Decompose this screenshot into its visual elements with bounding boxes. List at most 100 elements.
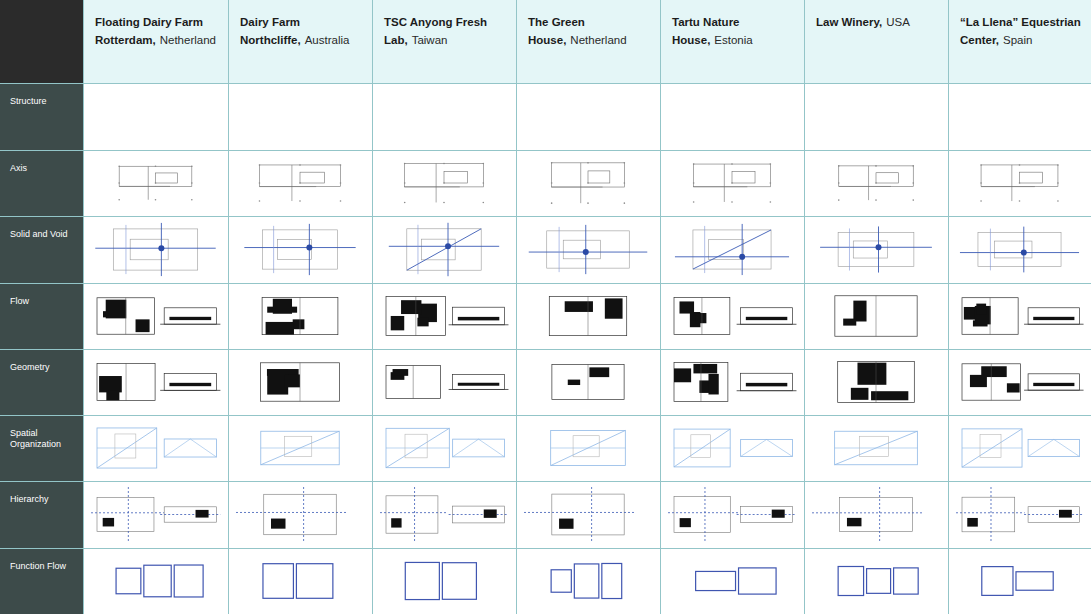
sketch-rect xyxy=(962,298,1018,335)
sketch-rect xyxy=(563,240,600,259)
sketch-rect xyxy=(1020,172,1043,183)
row-label-cell: Structure xyxy=(0,84,83,150)
sketch-rect xyxy=(164,374,216,391)
sketch-line xyxy=(386,428,449,467)
sketch-rect xyxy=(605,298,623,318)
plan-sketch xyxy=(389,223,499,276)
cell-title: Axis xyxy=(10,163,75,174)
sketch-rect xyxy=(169,317,211,320)
cell-text: Law Winery,USA xyxy=(816,12,938,30)
cell-text: Hierarchy xyxy=(10,494,75,505)
plan-sketch xyxy=(263,564,333,599)
cell-text: Dairy Farm Northcliffe,Australia xyxy=(240,12,362,48)
sketch-dot xyxy=(118,199,120,201)
grid-line xyxy=(804,0,805,614)
sketch-line xyxy=(876,296,877,336)
plan-sketch xyxy=(674,429,792,467)
header-cell: “La Llena” Equestrian Center,Spain xyxy=(949,0,1091,83)
sketch-dot xyxy=(624,162,626,164)
sketch-rect xyxy=(97,497,154,531)
sketch-line xyxy=(453,439,479,457)
sketch-rect xyxy=(876,173,898,183)
sketch-rect xyxy=(401,300,421,314)
sketch-line xyxy=(879,487,880,542)
plan-sketch xyxy=(693,163,771,203)
sketch-rect xyxy=(405,562,439,599)
plan-sketch xyxy=(812,487,922,542)
cell-text: Flow xyxy=(10,296,75,307)
sketch-rect xyxy=(1007,383,1020,392)
sketch-rect xyxy=(573,436,599,457)
row-label-cell: Flow xyxy=(0,284,83,349)
plan-sketch xyxy=(668,487,796,542)
cell-text: TSC Anyong Fresh Lab,Taiwan xyxy=(384,12,506,48)
sketch-dot xyxy=(770,201,772,203)
grid-line xyxy=(0,481,1091,482)
sketch-rect xyxy=(867,569,891,594)
sketch-line xyxy=(160,514,220,515)
sketch-dot xyxy=(838,165,840,167)
sketch-line xyxy=(990,229,991,271)
sketch-line xyxy=(386,448,449,449)
sketch-rect xyxy=(386,428,449,467)
sketch-rect xyxy=(393,369,409,376)
sketch-rect xyxy=(835,296,917,336)
sketch-rect xyxy=(284,374,299,387)
sketch-rect xyxy=(679,301,694,313)
grid-line xyxy=(0,415,1091,416)
sketch-rect xyxy=(746,383,787,386)
sketch-rect xyxy=(835,431,918,465)
sketch-dot xyxy=(838,199,840,201)
sketch-dot xyxy=(118,165,120,167)
plan-sketch xyxy=(552,364,624,399)
sketch-rect xyxy=(696,571,736,590)
sketch-line xyxy=(524,512,634,513)
sketch-line xyxy=(701,298,702,335)
sketch-rect xyxy=(674,363,728,402)
sketch-line xyxy=(126,363,127,400)
plan-sketch xyxy=(405,562,476,599)
corner-cell xyxy=(0,0,83,83)
plan-sketch xyxy=(524,487,634,542)
sketch-line xyxy=(868,166,869,200)
cell-grounds xyxy=(0,0,83,83)
sketch-line xyxy=(694,186,748,187)
sketch-rect xyxy=(552,494,624,535)
sketch-rect xyxy=(386,496,438,533)
sketch-rect xyxy=(261,431,339,465)
sketch-dot xyxy=(587,162,589,164)
sketch-line xyxy=(812,512,922,513)
sketch-rect xyxy=(980,435,1001,458)
sketch-line xyxy=(448,223,449,276)
sketch-rect xyxy=(97,298,154,334)
sketch-dot xyxy=(875,199,877,201)
sketch-dot xyxy=(155,165,157,167)
sketch-line xyxy=(962,448,1022,449)
plan-sketch xyxy=(386,365,508,398)
sketch-line xyxy=(380,512,448,513)
sketch-rect xyxy=(1033,317,1074,320)
sketch-line xyxy=(675,256,789,257)
cell-text: Spatial Organization xyxy=(10,428,75,451)
sketch-line xyxy=(990,298,991,335)
cell-title: Spatial Organization xyxy=(10,428,75,451)
sketch-dot xyxy=(443,163,445,165)
sketch-dot xyxy=(483,202,485,204)
sketch-dot xyxy=(980,182,982,184)
sketch-rect xyxy=(838,566,863,595)
sketch-rect xyxy=(442,563,476,600)
grid-line xyxy=(228,0,229,614)
sketch-dot xyxy=(299,182,301,184)
sketch-dot xyxy=(875,182,877,184)
sketch-rect xyxy=(293,319,305,329)
sketch-dot xyxy=(1019,182,1021,184)
header-cell: Floating Dairy Farm Rotterdam,Netherland xyxy=(84,0,228,83)
sketch-line xyxy=(668,512,740,513)
sketch-line xyxy=(389,246,499,247)
sketch-line xyxy=(273,226,274,273)
sketch-rect xyxy=(1028,374,1079,390)
sketch-line xyxy=(1024,514,1083,515)
sketch-rect xyxy=(119,166,192,186)
sketch-dot xyxy=(404,163,406,165)
